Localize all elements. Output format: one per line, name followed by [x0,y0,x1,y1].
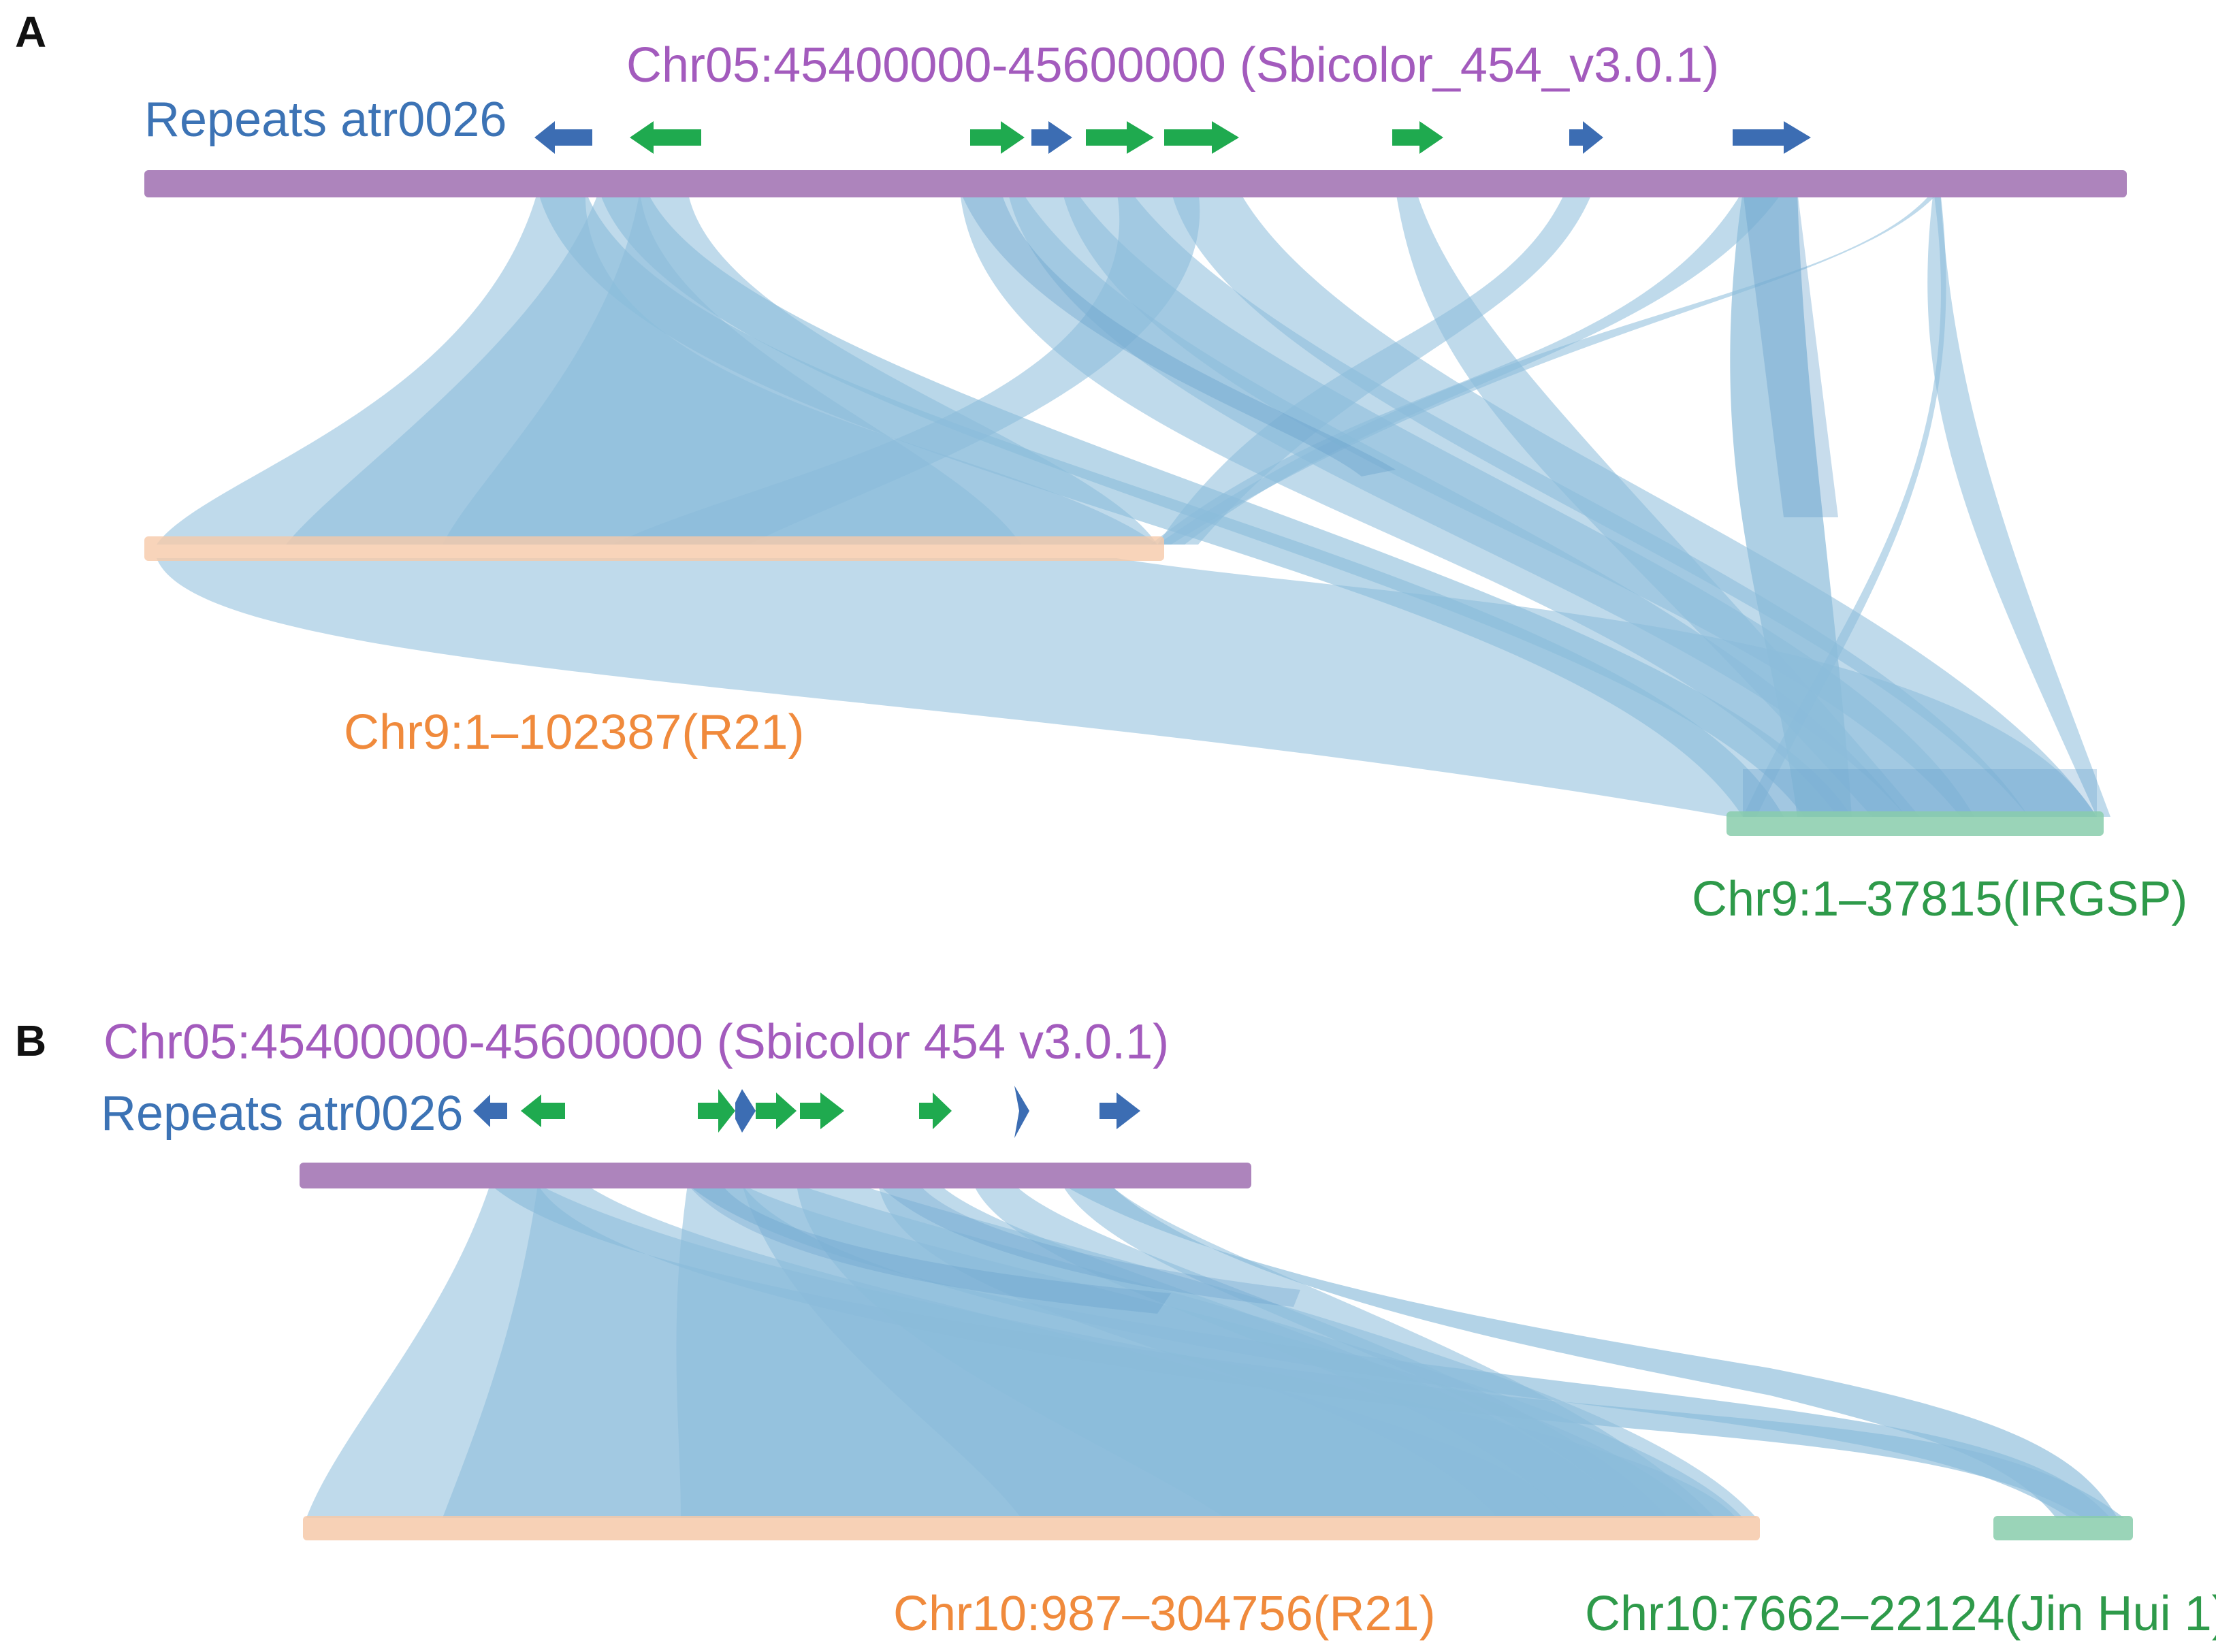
panel-a-tag: A [15,7,47,56]
panel-b-ribbons [306,1184,2124,1518]
panel-a-r21-track [144,536,1164,561]
panel-b-alt-label: Chr10:7662–22124(Jin Hui 1) [1585,1587,2216,1641]
panel-a-alt-label: Chr9:1–37815(IRGSP) [1692,872,2188,926]
gene-arrow [1569,121,1603,154]
gene-arrow [970,121,1025,154]
gene-arrow [735,1089,756,1133]
gene-arrow [1392,121,1443,154]
panel-b-reference-chromosome [300,1163,1251,1188]
panel-a-reference-chromosome [144,170,2127,197]
panel-b-tag: B [15,1016,47,1065]
gene-arrow [521,1095,565,1127]
gene-arrow [1099,1092,1140,1129]
panel-a-r21-label: Chr9:1–102387(R21) [344,705,805,760]
gene-arrow [1086,121,1154,154]
gene-arrow [630,121,701,154]
gene-arrow [1014,1086,1029,1138]
panel-a-gene-arrows [534,121,1811,154]
gene-arrow [1164,121,1239,154]
gene-arrow [698,1089,735,1133]
panel-b-r21-label: Chr10:987–304756(R21) [893,1587,1436,1641]
panel-b-gene-arrows [473,1086,1140,1138]
panel-a-ribbons-dark [960,191,2097,817]
panel-b-r21-track [303,1516,1760,1540]
gene-arrow [800,1092,844,1129]
panel-b-ribbons-dark [688,1184,1300,1314]
panel-a-ribbons [157,191,2110,817]
panel-b-reference-label: Chr05:45400000-45600000 (Sbicolor 454 v3… [103,1015,1170,1069]
gene-arrow [534,121,592,154]
panel-a-alt-track [1727,811,2104,836]
gene-arrow [919,1092,952,1129]
panel-b-alt-track [1993,1516,2133,1540]
gene-arrow [756,1092,797,1129]
gene-arrow [1031,121,1072,154]
gene-arrow [1733,121,1811,154]
panel-a-repeat-label: Repeats atr0026 [144,93,507,147]
gene-arrow [473,1095,507,1127]
panel-a-reference-label: Chr05:45400000-45600000 (Sbicolor_454_v3… [626,38,1720,93]
panel-b-repeat-label: Repeats atr0026 [101,1086,464,1141]
